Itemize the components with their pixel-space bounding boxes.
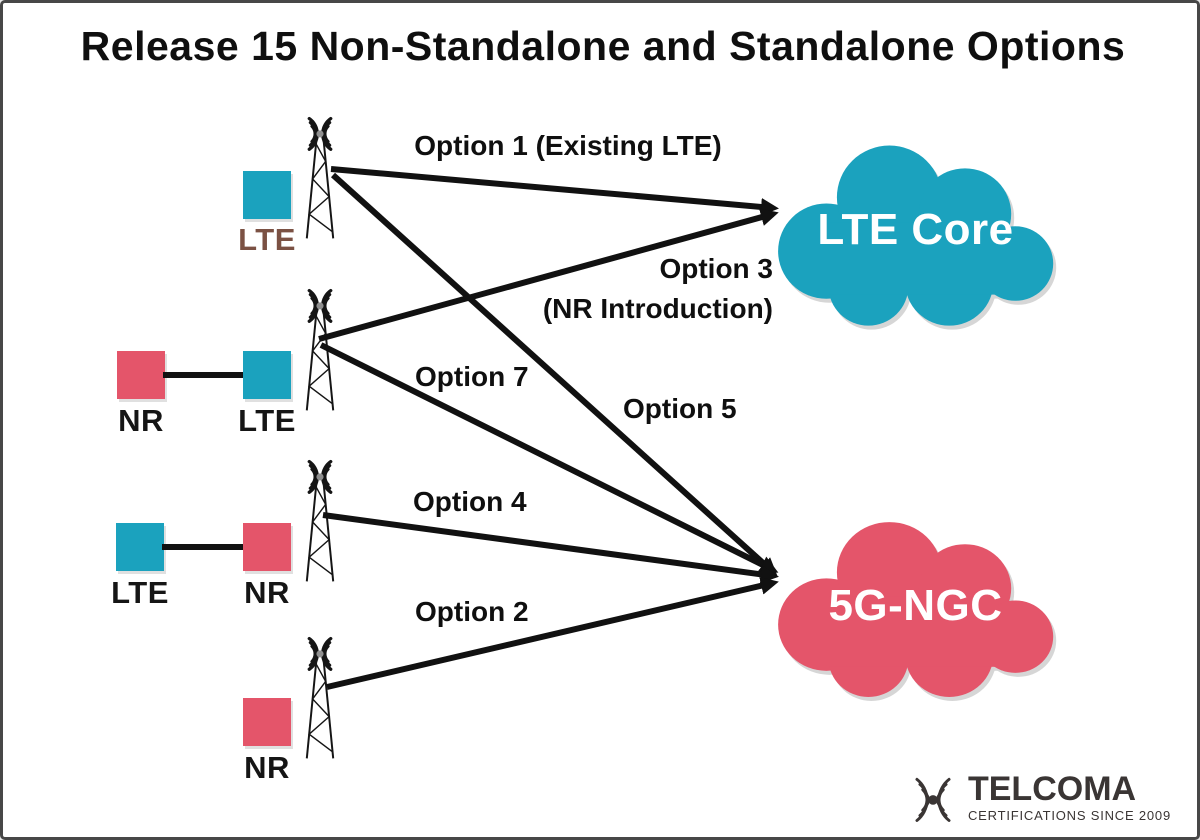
connection-line-option-5 bbox=[330, 172, 778, 577]
cell-tower-icon bbox=[305, 116, 335, 239]
lte-core-label: LTE Core bbox=[817, 205, 1014, 254]
lte-box-label: LTE bbox=[111, 575, 169, 610]
cell-tower-icon bbox=[305, 636, 335, 759]
lte-box bbox=[243, 171, 291, 219]
dual-connect-link bbox=[163, 372, 245, 378]
option-7-label: Option 7 bbox=[415, 361, 529, 392]
lte-box-label: LTE bbox=[238, 403, 296, 438]
option-3-label: Option 3 (NR Introduction) bbox=[523, 249, 773, 329]
option-2-label: Option 2 bbox=[415, 596, 529, 627]
option-1-label: Option 1 (Existing LTE) bbox=[414, 130, 722, 161]
option-5-label: Option 5 bbox=[623, 393, 737, 424]
logo-tagline-text: CERTIFICATIONS SINCE 2009 bbox=[967, 808, 1171, 823]
nr-box bbox=[243, 698, 291, 746]
lte-core-cloud bbox=[778, 145, 1054, 326]
connection-line-option-2 bbox=[326, 576, 779, 690]
radio-waves-icon bbox=[915, 777, 951, 822]
lte-box bbox=[116, 523, 164, 571]
lte-box-label: LTE bbox=[238, 222, 296, 257]
nr-box bbox=[243, 523, 291, 571]
option-4-label: Option 4 bbox=[413, 486, 527, 517]
5g-ngc-cloud bbox=[778, 522, 1054, 697]
telcoma-logo: TELCOMA CERTIFICATIONS SINCE 2009 bbox=[904, 772, 1171, 823]
connection-line-option-7 bbox=[319, 342, 779, 573]
dual-connect-link bbox=[162, 544, 245, 550]
cell-tower-icon bbox=[305, 288, 335, 411]
5g-ngc-label: 5G-NGC bbox=[828, 581, 1003, 630]
nr-box-label: NR bbox=[244, 750, 290, 785]
nr-box bbox=[117, 351, 165, 399]
logo-brand-text: TELCOMA bbox=[967, 770, 1137, 808]
option-3-label-line2: (NR Introduction) bbox=[542, 293, 773, 324]
option-3-label-line1: Option 3 bbox=[659, 253, 773, 284]
connection-line-option-4 bbox=[322, 512, 779, 584]
diagram-title: Release 15 Non-Standalone and Standalone… bbox=[80, 23, 1126, 69]
nr-box-label: NR bbox=[118, 403, 164, 438]
connection-line-option-1 bbox=[330, 166, 779, 216]
lte-box bbox=[243, 351, 291, 399]
nr-box-label: NR bbox=[244, 575, 290, 610]
cell-tower-icon bbox=[305, 459, 335, 582]
